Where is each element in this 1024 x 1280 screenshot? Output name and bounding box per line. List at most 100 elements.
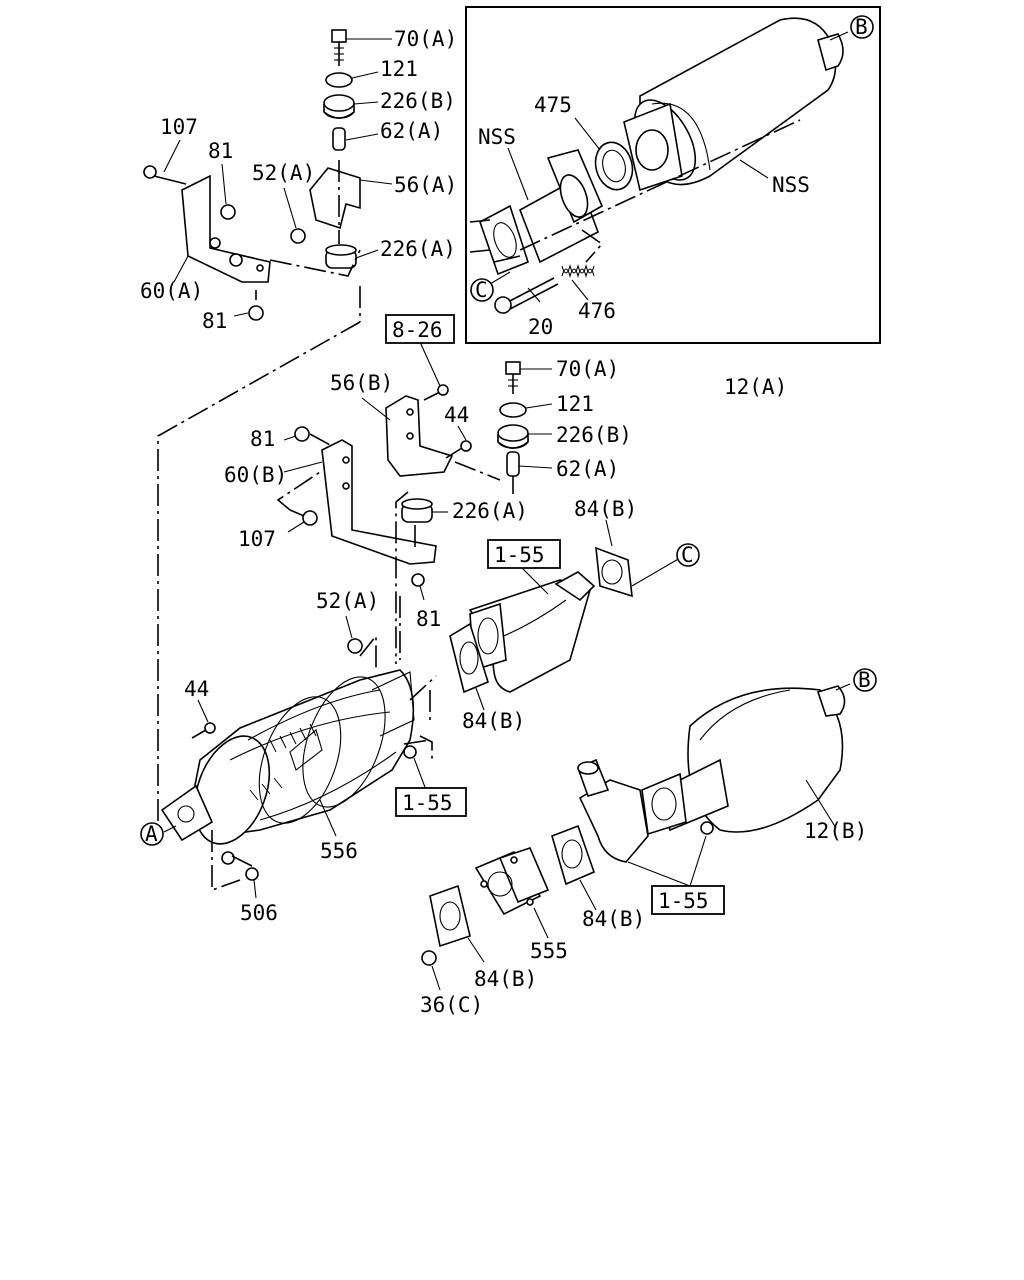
bushing-226b-top bbox=[323, 94, 355, 119]
label-60b: 60(B) bbox=[224, 463, 287, 487]
label-121-top: 121 bbox=[380, 57, 418, 81]
bolts-506 bbox=[221, 851, 259, 881]
bolt-44-mid bbox=[445, 440, 472, 459]
label-84b-3: 84(B) bbox=[582, 907, 645, 931]
label-107-top: 107 bbox=[160, 115, 198, 139]
svg-text:B: B bbox=[858, 668, 871, 692]
label-12b: 12(B) bbox=[804, 819, 867, 843]
label-556: 556 bbox=[320, 839, 358, 863]
label-475: 475 bbox=[534, 93, 572, 117]
bracket-56b bbox=[385, 395, 454, 477]
gasket-ring-475 bbox=[594, 141, 634, 191]
ref-box-8-26[interactable]: 8-26 bbox=[385, 314, 455, 344]
sleeve-62a-mid bbox=[506, 451, 520, 477]
label-84b-4: 84(B) bbox=[474, 967, 537, 991]
label-70a-top: 70(A) bbox=[394, 27, 457, 51]
flex-joint-555 bbox=[474, 847, 550, 939]
sleeve-62a-top bbox=[332, 127, 346, 151]
ref-1-55-upper-text: 1-55 bbox=[494, 543, 545, 567]
label-62a-mid: 62(A) bbox=[556, 457, 619, 481]
svg-text:C: C bbox=[475, 278, 488, 302]
bracket-60a bbox=[181, 174, 271, 283]
nut-81-top2 bbox=[248, 305, 264, 321]
label-12a: 12(A) bbox=[724, 375, 787, 399]
svg-text:B: B bbox=[855, 15, 868, 39]
label-52a-top: 52(A) bbox=[252, 161, 315, 185]
spring-476 bbox=[561, 263, 595, 279]
ref-box-1-55-lower[interactable]: 1-55 bbox=[651, 885, 725, 915]
label-84b-2: 84(B) bbox=[462, 709, 525, 733]
label-81-top1: 81 bbox=[208, 139, 233, 163]
nut-81-low bbox=[411, 573, 425, 587]
label-226b-mid: 226(B) bbox=[556, 423, 632, 447]
label-226b-top: 226(B) bbox=[380, 89, 456, 113]
marker-b-top: B bbox=[850, 15, 874, 39]
label-84b-1: 84(B) bbox=[574, 497, 637, 521]
bolt-8-26 bbox=[423, 384, 449, 401]
svg-text:A: A bbox=[145, 822, 158, 846]
label-20: 20 bbox=[528, 315, 553, 339]
washer-121-mid bbox=[499, 402, 527, 418]
label-36c: 36(C) bbox=[420, 993, 483, 1017]
pipe-nss bbox=[469, 149, 604, 276]
label-555: 555 bbox=[530, 939, 568, 963]
ref-box-1-55-upper[interactable]: 1-55 bbox=[487, 539, 561, 569]
label-60a: 60(A) bbox=[140, 279, 203, 303]
top-mount-stack bbox=[143, 29, 393, 321]
label-nss-right: NSS bbox=[772, 173, 810, 197]
bushing-226b-mid bbox=[497, 424, 529, 449]
label-476: 476 bbox=[578, 299, 616, 323]
ref-8-26-text: 8-26 bbox=[392, 318, 443, 342]
label-506: 506 bbox=[240, 901, 278, 925]
label-81-top2: 81 bbox=[202, 309, 227, 333]
bushing-226a-mid bbox=[401, 498, 433, 523]
bushing-226a-top bbox=[325, 244, 357, 269]
marker-b-mid: B bbox=[853, 668, 877, 692]
label-56b: 56(B) bbox=[330, 371, 393, 395]
gasket-84b-4 bbox=[429, 884, 485, 963]
inset-muffler-assembly bbox=[465, 6, 881, 344]
marker-c-inset: C bbox=[470, 278, 494, 302]
part-labels: 70(A) 121 226(B) 62(A) 56(A) 226(A) 52(A… bbox=[140, 27, 867, 1017]
mid-mount-stack bbox=[276, 341, 553, 601]
label-121-mid: 121 bbox=[556, 392, 594, 416]
label-107-mid: 107 bbox=[238, 527, 276, 551]
nut-36c bbox=[421, 950, 441, 991]
label-226a-top: 226(A) bbox=[380, 237, 456, 261]
gasket-84b-3 bbox=[551, 824, 597, 911]
nut-right-cat bbox=[403, 745, 417, 759]
washer-121-top bbox=[325, 72, 353, 88]
elbow-pipe-lower bbox=[576, 758, 714, 887]
nut-52a-low bbox=[347, 638, 363, 654]
inset-frame bbox=[465, 6, 881, 344]
label-56a: 56(A) bbox=[394, 173, 457, 197]
svg-text:C: C bbox=[681, 543, 694, 567]
label-52a-low: 52(A) bbox=[316, 589, 379, 613]
marker-c-mid: C bbox=[676, 543, 700, 567]
ref-1-55-middle-text: 1-55 bbox=[402, 791, 453, 815]
link-line-a bbox=[157, 321, 361, 824]
nut-lower-right bbox=[700, 821, 714, 835]
muffler-12a bbox=[623, 17, 844, 192]
label-81-low: 81 bbox=[416, 607, 441, 631]
bolt-107-top bbox=[143, 165, 187, 185]
label-81-mid: 81 bbox=[250, 427, 275, 451]
ref-box-1-55-middle[interactable]: 1-55 bbox=[395, 787, 467, 817]
marker-a: A bbox=[140, 822, 164, 846]
bolt-20 bbox=[494, 277, 559, 314]
label-70a-mid: 70(A) bbox=[556, 357, 619, 381]
muffler-12b bbox=[641, 683, 851, 836]
bolt-107-mid bbox=[289, 509, 318, 526]
label-44-low: 44 bbox=[184, 677, 209, 701]
ref-1-55-lower-text: 1-55 bbox=[658, 889, 709, 913]
bolt-70a-top bbox=[331, 29, 347, 66]
gasket-84b-1 bbox=[595, 546, 633, 598]
nut-81-top1 bbox=[220, 204, 236, 220]
nut-81-mid bbox=[294, 426, 310, 442]
elbow-pipe-upper bbox=[449, 519, 681, 694]
label-nss-left: NSS bbox=[478, 125, 516, 149]
label-44-mid: 44 bbox=[444, 403, 469, 427]
nut-52a-top bbox=[290, 228, 306, 244]
label-226a-mid: 226(A) bbox=[452, 499, 528, 523]
